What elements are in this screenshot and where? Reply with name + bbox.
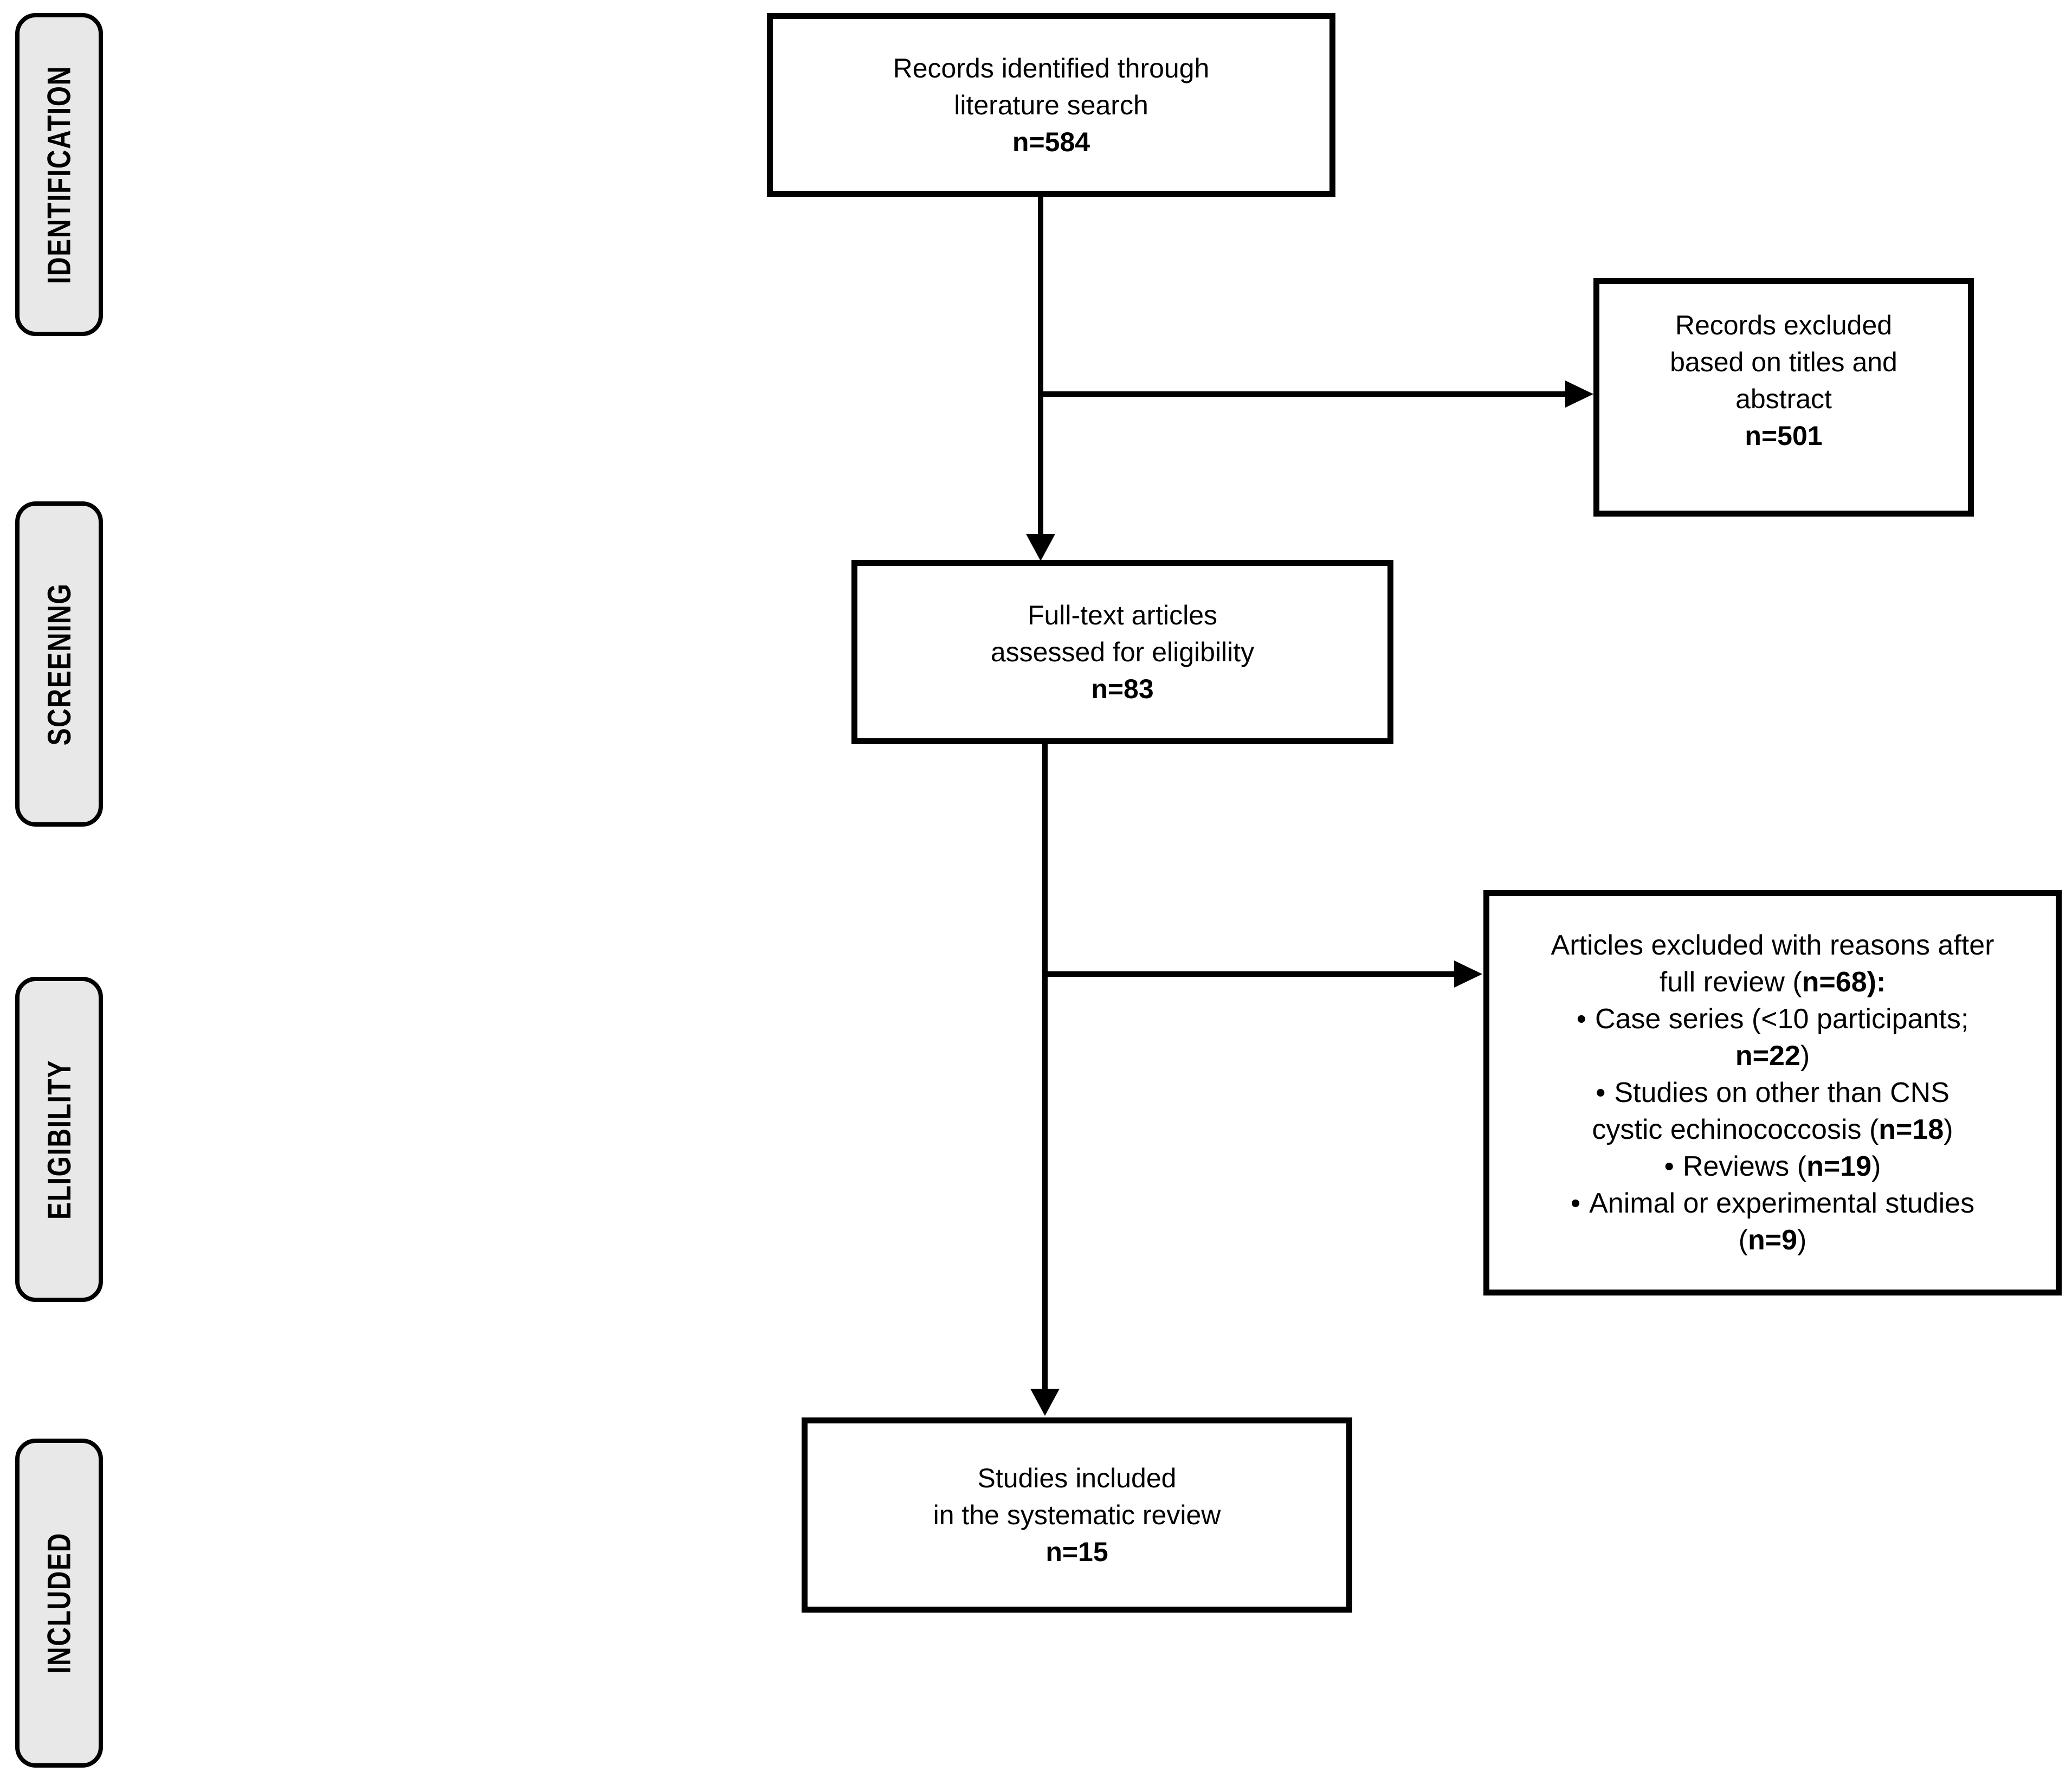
stage-eligibility: ELIGIBILITY (15, 977, 103, 1302)
fullreview-bullet-4-line-2: (n=9) (1506, 1222, 2039, 1259)
arrowhead-right-into-excluded-titles-icon (1565, 381, 1593, 408)
arrowhead-down-into-fulltext-icon (1026, 534, 1055, 561)
bullet-2-post: ) (1944, 1114, 1953, 1145)
fullreview-heading-line-2: full review (n=68): (1506, 964, 2039, 1001)
stage-screening-label: SCREENING (41, 583, 78, 745)
box-fulltext-assessed: Full-text articles assessed for eligibil… (851, 560, 1393, 744)
bullet-2-pre: cystic echinococcosis ( (1592, 1114, 1879, 1145)
bullet-icon: • (1596, 1077, 1606, 1108)
bullet-4-post: ) (1797, 1224, 1807, 1256)
included-count: n=15 (1045, 1537, 1108, 1567)
bullet-2-count: n=18 (1879, 1114, 1944, 1145)
bullet-1-text: Case series (<10 participants; (1595, 1003, 1969, 1035)
fulltext-count: n=83 (1091, 674, 1154, 704)
bullet-4-count: n=9 (1747, 1224, 1798, 1256)
connector-branch-to-excluded-titles-line (1038, 391, 1566, 397)
box-records-identified-text: Records identified through literature se… (773, 50, 1329, 160)
records-identified-line-2: literature search (954, 89, 1148, 120)
fullreview-heading-line-1: Articles excluded with reasons after (1551, 930, 1994, 961)
fullreview-bullet-1-line-2: n=22) (1506, 1037, 2039, 1074)
records-excluded-line-2: based on titles and (1670, 347, 1897, 377)
fullreview-heading-count: n=68): (1802, 966, 1886, 998)
box-records-excluded-titles-text: Records excluded based on titles and abs… (1599, 307, 1968, 454)
included-line-1: Studies included (977, 1463, 1177, 1493)
box-records-excluded-titles: Records excluded based on titles and abs… (1593, 278, 1974, 517)
arrowhead-right-into-excluded-fullreview-icon (1454, 961, 1482, 988)
stage-screening: SCREENING (15, 501, 103, 827)
bullet-4-pre: ( (1738, 1224, 1748, 1256)
box-studies-included: Studies included in the systematic revie… (802, 1417, 1352, 1613)
fullreview-bullet-3: • Reviews (n=19) (1506, 1148, 2039, 1185)
bullet-icon: • (1570, 1188, 1581, 1219)
bullet-1-post: ) (1800, 1040, 1810, 1072)
stage-included-label: INCLUDED (41, 1532, 78, 1674)
connector-identified-to-fulltext-line (1038, 197, 1043, 536)
bullet-4-text: Animal or experimental studies (1589, 1188, 1975, 1219)
fulltext-line-2: assessed for eligibility (990, 637, 1255, 667)
fullreview-bullet-4-line-1: • Animal or experimental studies (1506, 1185, 2039, 1222)
fullreview-bullet-1-line-1: • Case series (<10 participants; (1506, 1001, 2039, 1037)
fullreview-bullet-2-line-2: cystic echinococcosis (n=18) (1506, 1111, 2039, 1148)
stage-eligibility-label: ELIGIBILITY (41, 1059, 78, 1220)
bullet-icon: • (1576, 1003, 1586, 1035)
box-articles-excluded-fullreview-text: Articles excluded with reasons after ful… (1489, 927, 2056, 1259)
bullet-3-count: n=19 (1806, 1151, 1872, 1182)
records-excluded-line-3: abstract (1735, 384, 1832, 414)
bullet-3-pre: Reviews ( (1682, 1151, 1807, 1182)
fulltext-line-1: Full-text articles (1027, 600, 1218, 630)
bullet-icon: • (1664, 1151, 1674, 1182)
stage-identification-label: IDENTIFICATION (41, 65, 78, 284)
records-identified-count: n=584 (1012, 126, 1090, 157)
fullreview-bullet-2-line-1: • Studies on other than CNS (1506, 1074, 2039, 1111)
box-fulltext-assessed-text: Full-text articles assessed for eligibil… (857, 597, 1387, 707)
stage-identification: IDENTIFICATION (15, 13, 103, 336)
box-studies-included-text: Studies included in the systematic revie… (808, 1460, 1346, 1570)
bullet-1-count: n=22 (1735, 1040, 1800, 1072)
records-identified-line-1: Records identified through (893, 53, 1210, 83)
included-line-2: in the systematic review (933, 1500, 1221, 1530)
connector-branch-to-excluded-fullreview-line (1042, 971, 1455, 977)
arrowhead-down-into-included-icon (1030, 1389, 1060, 1416)
bullet-2-text: Studies on other than CNS (1614, 1077, 1950, 1108)
stage-included: INCLUDED (15, 1439, 103, 1768)
box-records-identified: Records identified through literature se… (767, 13, 1335, 197)
box-articles-excluded-fullreview: Articles excluded with reasons after ful… (1483, 890, 2062, 1295)
connector-fulltext-to-included-line (1042, 744, 1048, 1390)
fullreview-heading-pre: full review ( (1659, 966, 1802, 998)
records-excluded-count: n=501 (1745, 421, 1823, 451)
bullet-3-post: ) (1871, 1151, 1881, 1182)
records-excluded-line-1: Records excluded (1675, 310, 1893, 340)
